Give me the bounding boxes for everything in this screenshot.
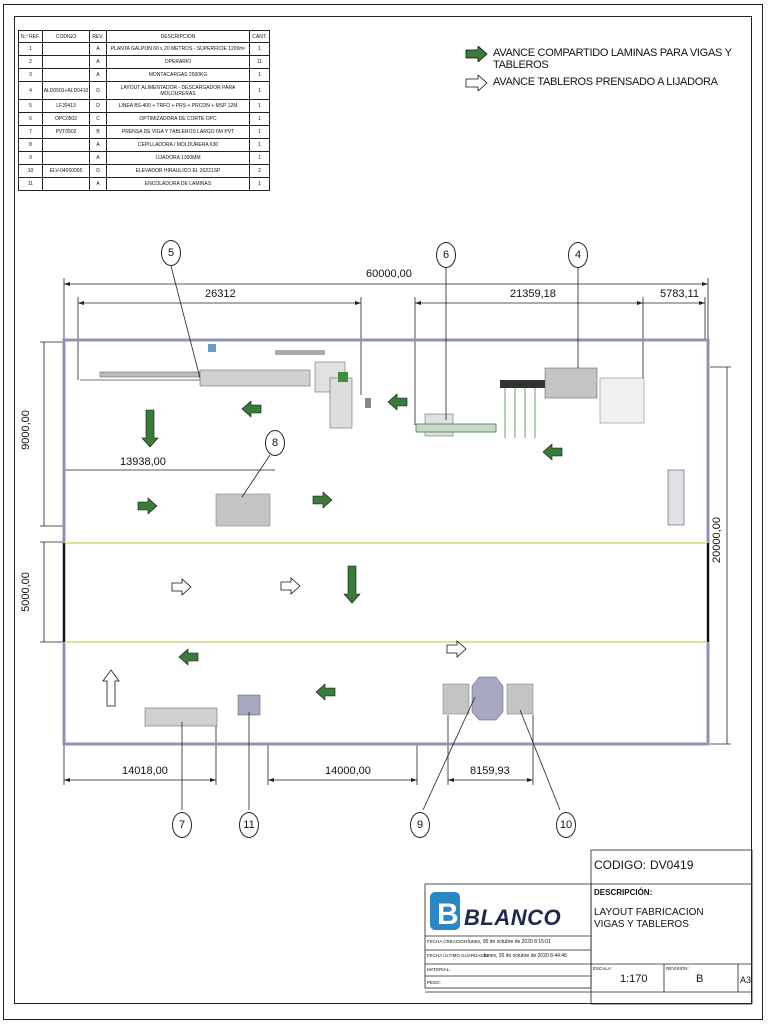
balloon-ref-5: 5	[161, 240, 181, 266]
drawing-outer-frame	[3, 4, 763, 1020]
drawing-inner-frame	[14, 16, 752, 1004]
dimension-line4-length: 21359,18	[510, 288, 556, 300]
bom-cell: 11	[18, 177, 43, 191]
peso-label: PESO:	[427, 980, 441, 985]
material-label: MATERIAL:	[427, 967, 451, 972]
balloon-ref-7: 7	[172, 812, 192, 838]
fecha-creacion-label: FECHA CREACIÓN:	[427, 939, 469, 944]
dimension-line5-length: 26312	[205, 288, 236, 300]
top-dimension-lines	[40, 278, 731, 785]
codigo-label: CODIGO:	[594, 858, 647, 872]
bill-of-materials-table: N.º REF. CODIGO REV. DESCRIPCION CANT. 1…	[18, 30, 270, 191]
dimension-bottom-mid: 14000,00	[325, 765, 371, 777]
blanco-logo-icon	[430, 892, 460, 930]
building-wall-outline	[62, 338, 710, 746]
white-flow-arrows	[102, 577, 467, 707]
dimension-arrowheads	[64, 282, 708, 782]
balloon-ref-11: 11	[239, 812, 259, 838]
balloon-leader-lines	[170, 265, 579, 811]
green-flow-arrows	[137, 393, 563, 701]
balloon-ref-8: 8	[265, 430, 285, 456]
fecha-guardado-value: lunes, 26 de octubre de 2020 8:44:46	[484, 953, 567, 959]
codigo-value: DV0419	[650, 858, 694, 872]
descripcion-label: DESCRIPCIÓN:	[594, 888, 653, 897]
sheet-size-value: A3	[740, 975, 752, 985]
balloon-ref-4: 4	[568, 242, 588, 268]
fecha-creacion-value: lunes, 05 de octubre de 2020 8:15:01	[468, 939, 551, 945]
bom-cell: 1	[249, 177, 270, 191]
revision-value: B	[696, 973, 704, 985]
bom-cell: 1	[249, 138, 270, 152]
lower-machinery	[144, 676, 534, 727]
dimension-right-offset: 5783,11	[660, 288, 699, 300]
legend-item-boards-advance: AVANCE TABLEROS PRENSADO A LIJADORA	[493, 76, 718, 88]
bom-cell: ENCOLADORA DE LAMINAS	[106, 177, 250, 191]
balloon-ref-6: 6	[436, 242, 456, 268]
upper-right-machinery	[415, 367, 685, 526]
balloon-ref-10: 10	[556, 812, 576, 838]
dimension-total-length: 60000,00	[366, 268, 412, 280]
revision-label: REVISIÓN:	[666, 966, 689, 971]
balloon-ref-9: 9	[410, 812, 430, 838]
svg-text:B: B	[437, 898, 459, 931]
descripcion-value: LAYOUT FABRICACION VIGAS Y TABLEROS	[594, 907, 704, 930]
green-arrow-legend-icon	[465, 46, 488, 62]
dimension-machine8-offset: 13938,00	[120, 456, 166, 468]
white-arrow-legend-icon	[465, 75, 488, 91]
planer-moulder-8	[215, 493, 271, 527]
company-logo-text: BLANCO	[464, 905, 562, 930]
bom-cell: 1	[249, 68, 270, 82]
fecha-guardado-label: FECHA ÚLTIMO GUARDADO:	[427, 953, 489, 958]
line-bs400-machinery	[80, 344, 371, 429]
dimension-bottom-left: 14018,00	[122, 765, 168, 777]
escala-value: 1:170	[620, 973, 648, 985]
dimension-bottom-right: 8159,93	[470, 765, 510, 777]
legend-item-shared-advance: AVANCE COMPARTIDO LAMINAS PARA VIGAS Y T…	[493, 47, 732, 71]
escala-label: ESCALA:	[593, 966, 613, 971]
